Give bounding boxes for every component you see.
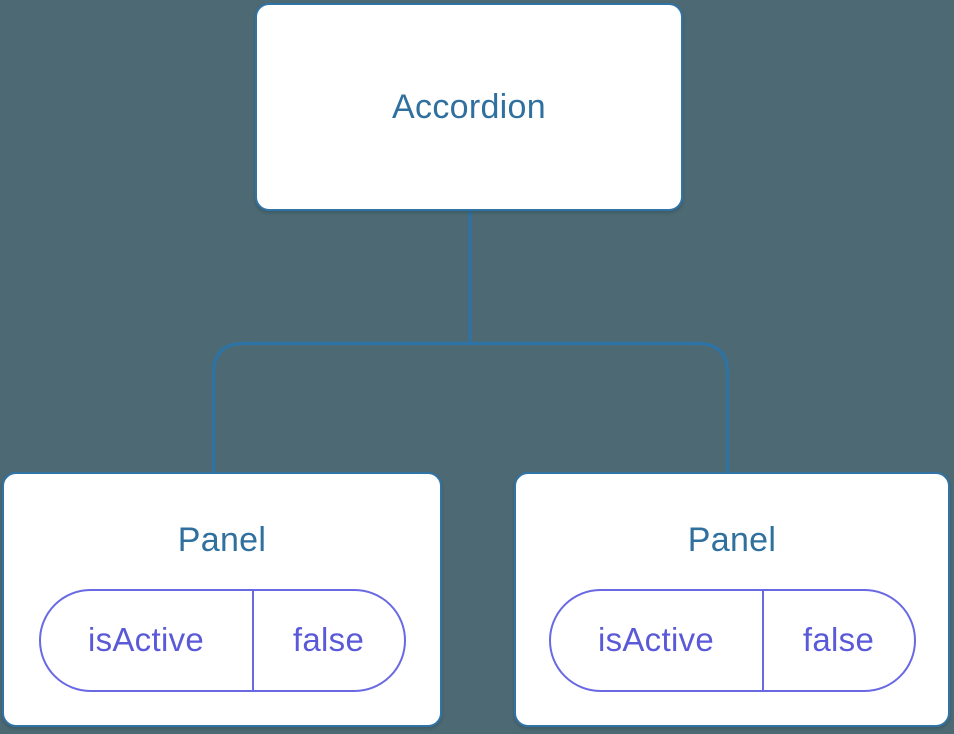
state-pill-divider: [761, 590, 764, 690]
node-title: Panel: [687, 521, 777, 559]
state-value: false: [802, 621, 875, 659]
tree-node-panel-1: Panel isActive false: [2, 472, 442, 727]
node-title: Accordion: [392, 87, 546, 126]
tree-node-accordion: Accordion: [255, 3, 683, 211]
state-key: isActive: [597, 621, 715, 659]
state-pill: isActive false: [548, 588, 916, 692]
connector-branch: [211, 341, 730, 474]
state-value: false: [292, 621, 365, 659]
state-pill: isActive false: [38, 588, 406, 692]
node-title: Panel: [177, 521, 267, 559]
state-key: isActive: [87, 621, 205, 659]
tree-node-panel-2: Panel isActive false: [514, 472, 950, 727]
state-pill-divider: [251, 590, 254, 690]
